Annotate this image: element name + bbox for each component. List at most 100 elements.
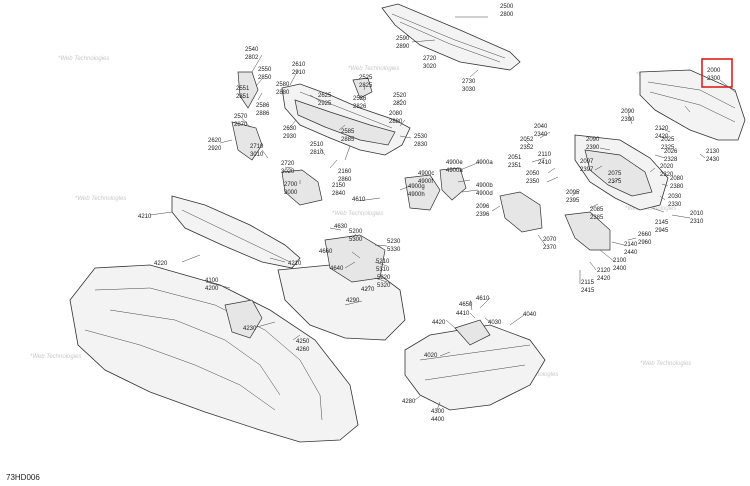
callout-label: 4260	[296, 347, 310, 353]
callout-label: 5220	[377, 275, 391, 281]
callout-label: 2110	[538, 152, 552, 158]
callout-label: 4420	[432, 320, 446, 326]
upper-door-panel	[381, 3, 521, 71]
callout-label: 4650	[459, 302, 473, 308]
callout-label: 2630	[283, 126, 297, 132]
callout-label: 2885	[341, 137, 355, 143]
callout-label: 2410	[538, 160, 552, 166]
latch-small	[352, 77, 373, 99]
seat-bracket	[224, 299, 263, 339]
lower-side-cover	[564, 211, 611, 251]
callout-label: 2070	[543, 237, 557, 243]
watermark: *Web Technologies	[30, 354, 81, 360]
callout-label: 5230	[387, 239, 401, 245]
callout-label: 4250	[296, 339, 310, 345]
callout-label: 2860	[338, 177, 352, 183]
callout-label: 2310	[690, 219, 704, 225]
callout-label: 2080	[389, 111, 403, 117]
callout-label: 2930	[283, 134, 297, 140]
callout-label: 4210	[288, 261, 302, 267]
callout-label: 2040	[534, 124, 548, 130]
callout-label: 2920	[208, 146, 222, 152]
callout-label: 2500	[500, 4, 514, 10]
callout-label: 2825	[359, 83, 373, 89]
door-insert	[281, 169, 323, 206]
callout-label: 2096	[476, 204, 490, 210]
callout-label: 4630	[334, 224, 348, 230]
callout-label: 2415	[581, 288, 595, 294]
callout-label: 2150	[332, 183, 346, 189]
callout-label: 4610	[476, 296, 490, 302]
callout-label: 2385	[590, 215, 604, 221]
callout-label: 2710	[250, 144, 264, 150]
callout-label: 4020	[424, 353, 438, 359]
callout-label: 4900c	[418, 171, 434, 177]
callout-label: 4900d	[476, 191, 493, 197]
callout-label: 2802	[245, 55, 259, 61]
callout-label: 2520	[393, 93, 407, 99]
callout-label: 2390	[586, 145, 600, 151]
callout-label: 2925	[318, 101, 332, 107]
callout-label: 2340	[534, 132, 548, 138]
callout-label: 4030	[488, 320, 502, 326]
callout-label: 5300	[349, 237, 363, 243]
left-rocker-panel	[171, 195, 301, 269]
callout-label: 3020	[423, 64, 437, 70]
callout-label: 4900g	[408, 184, 425, 190]
callout-label: 2085	[590, 207, 604, 213]
callout-label: 2351	[508, 163, 522, 169]
callout-label: 2810	[310, 150, 324, 156]
callout-label: 2960	[638, 240, 652, 246]
watermark: *Web Technologies	[640, 361, 691, 367]
callout-label: 2660	[638, 232, 652, 238]
callout-label: 2840	[332, 191, 346, 197]
callout-label: 2120	[655, 126, 669, 132]
callout-label: 2910	[292, 70, 306, 76]
callout-label: 2051	[508, 155, 522, 161]
callout-label: 2800	[500, 12, 514, 18]
callout-label: 5210	[376, 259, 390, 265]
callout-label: 4230	[243, 326, 257, 332]
callout-label: 5310	[376, 267, 390, 273]
callout-label: 2880	[276, 90, 290, 96]
left-floor-pan	[69, 264, 359, 443]
callout-label: 4900h	[408, 192, 425, 198]
callout-label: 2850	[258, 75, 272, 81]
callout-label: 2720	[281, 161, 295, 167]
callout-label: 2886	[256, 111, 270, 117]
callout-label: 4900b	[476, 183, 493, 189]
diagram-code: 73HD006	[6, 473, 40, 482]
callout-label: 2375	[608, 179, 622, 185]
callout-label: 2328	[664, 157, 678, 163]
callout-label: 2145	[655, 220, 669, 226]
callout-label: 3030	[462, 87, 476, 93]
callout-label: 2025	[661, 137, 675, 143]
callout-label: 2075	[608, 171, 622, 177]
callout-label: 2540	[245, 47, 259, 53]
callout-label: 4040	[523, 312, 537, 318]
callout-label: 4300	[431, 409, 445, 415]
callout-label: 2510	[310, 142, 324, 148]
callout-label: 2160	[338, 169, 352, 175]
callout-label: 4200	[205, 286, 219, 292]
center-bracket	[324, 234, 386, 283]
highlight-box	[701, 58, 733, 88]
part-illustrations	[69, 3, 746, 443]
callout-label: 2390	[621, 117, 635, 123]
callout-label: 2826	[353, 104, 367, 110]
callout-label: 2397	[580, 167, 594, 173]
callout-label: 2330	[668, 202, 682, 208]
callout-label: 4610	[352, 197, 366, 203]
bracket	[231, 121, 263, 161]
callout-label: 4100	[205, 278, 219, 284]
callout-label: 2097	[580, 159, 594, 165]
callout-label: 4290	[346, 298, 360, 304]
callout-label: 2320	[660, 172, 674, 178]
callout-label: 3020	[281, 169, 295, 175]
callout-label: 2890	[396, 44, 410, 50]
callout-label: 2030	[668, 194, 682, 200]
callout-label: 4270	[361, 287, 375, 293]
callout-label: 2820	[393, 101, 407, 107]
hinge-bracket	[237, 71, 259, 109]
